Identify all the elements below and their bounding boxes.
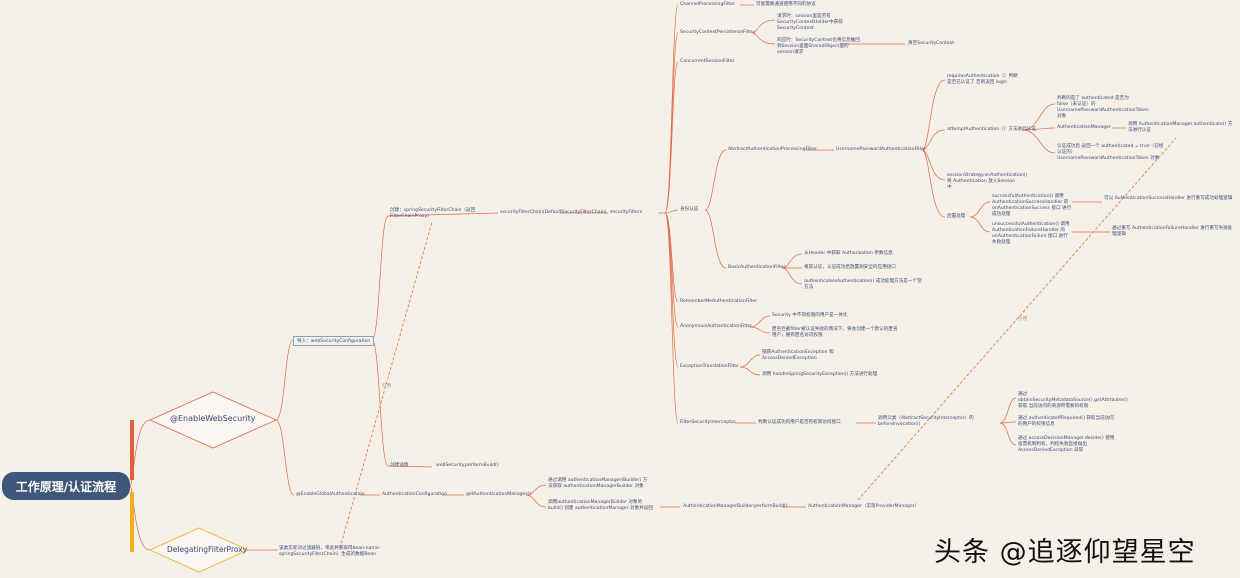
basic-note-2: 将其认证，认证成功后放置到安全的应用接口	[804, 265, 896, 270]
build-note-2: 调用authenticationManagerBuilder 对象的 build…	[548, 500, 653, 511]
attempt-note-2: 认证成功后 返回一个 authenticated = true（已经认证的）Us…	[1057, 144, 1164, 161]
enable-security-diamond	[149, 391, 277, 449]
attempt-auth-node: attemptAuthentication（）方法进行认证	[947, 127, 1036, 132]
session-strategy-node: sessionStrategy.onAuthentication() 将 Aut…	[947, 173, 1028, 190]
delegating-proxy-label: DelegatingFilterProxy	[167, 545, 248, 554]
create-bean-node: 创建：springSecurityFilterChain（返回FilterCha…	[390, 208, 476, 219]
exc-note-2: 调用 handleSpringSecurityException() 方法进行处…	[762, 372, 878, 377]
delegating-note: 该类实际对过滤器链，带此并获取得bean-name: springSecurit…	[279, 546, 381, 557]
security-filters-node: securityFilters	[610, 210, 643, 215]
root-node[interactable]: 工作原理/认证流程	[2, 472, 130, 500]
fsi-node: FilterSecurityInterceptor	[680, 420, 736, 425]
remember-filter-node: RememberMeAuthenticationFilter	[680, 299, 758, 304]
unsuccess-auth-node: unsuccessfulAuthentication() 调用 Authenti…	[992, 222, 1070, 245]
fsi-note-3: 通过 accessDecisionManager.decide() 使用 投票机…	[1018, 436, 1115, 453]
scpf-note-1: 请求时：session里是否有SecurityContextHolder中获取S…	[777, 14, 843, 31]
enable-security-label: @EnableWebSecurity	[170, 414, 256, 423]
fsi-note-2: 通过 authenticateIfRequired() 获取当前访问的用户的权限…	[1018, 416, 1114, 427]
watermark: 头条 @追逐仰望星空	[934, 537, 1196, 568]
anon-note-1: Security 中不同权限的用户是一体化	[772, 313, 848, 318]
anonymous-filter-node: AnonymousAuthenticationFilter	[680, 324, 753, 329]
basic-filter-node: BasicAuthenticationFilter	[728, 265, 786, 270]
success-auth-node: successfulAuthentication() 调用 Authentica…	[992, 194, 1072, 217]
import-node[interactable]: 导入：webSecurityConfiguration	[293, 336, 375, 346]
link-label-2: 引用	[1018, 317, 1028, 322]
channel-filter-node: ChannelProcessingFilter	[680, 2, 735, 7]
security-filter-chain-node: securityFilterChain(DefaultSecurityFilte…	[500, 210, 607, 215]
get-auth-manager-node: getAuthenticationManager()	[466, 492, 531, 497]
fsi-note: 判断认证成功的用户是否有权限访问接口	[758, 420, 841, 425]
basic-note-3: authenticateIsAuthentication() 成功处理方法是一个…	[804, 279, 922, 290]
identity-auth-node: 身份认证	[680, 207, 699, 212]
success-note: 可以 AuthenticationSuccessHandler 进行重写成功处理…	[1104, 196, 1233, 201]
web-security-build-node: webSecurity.performBuild()	[436, 463, 499, 468]
scpf-node: SecurityContextPersistenceFilter	[680, 30, 755, 35]
auth-config-node: AuthenticationConfiguration	[382, 492, 447, 497]
basic-note-1: 从Header 中获取 Authorization 参数信息	[804, 251, 893, 256]
create-details-node: 创建详情	[390, 463, 409, 468]
auth-manager-node: AuthenticationManager	[1057, 125, 1111, 130]
delegating-proxy-diamond	[149, 527, 249, 573]
auth-manager-note: 调用 AuthenticationManager.authenticate() …	[1128, 122, 1233, 133]
scpf-note-2: 响应时：SecurityContext也将信息推回到Session里面Share…	[777, 38, 860, 55]
global-auth-node: @EnableGlobalAuthentication	[296, 492, 365, 497]
channel-note: 可能需要通道使用不同的协议	[756, 2, 816, 7]
fail-note: 通过重写 AuthenticationFailureHandler 进行重写失败…	[1112, 226, 1233, 237]
fsi-call-node: 调用父类（AbstractSecurityInterceptor）的 befor…	[878, 416, 974, 427]
fsi-note-1: 通过 obtainSecurityMetadataSource().getAtt…	[1018, 392, 1128, 409]
upaf-node: UsernamePasswordAuthenticationFilter	[836, 147, 926, 152]
link-label-1: 引用	[382, 384, 392, 389]
post-process-node: 后置处理	[947, 214, 966, 219]
requires-auth-node: requiresAuthentication（）判断 是否已认证了 否则返回 l…	[947, 74, 1018, 85]
auth-manager-provider: AuthenticationManager（实现ProviderManager）	[808, 504, 920, 509]
attempt-note-1: 判断的是了 authenticated 是否为 false（未认证）的Usern…	[1057, 96, 1149, 119]
scpf-note-3: 清空SecurityContext	[908, 41, 955, 46]
anon-note-2: 匿名拦截filter被认证失败的情况下，将会创建一个默认的匿名用户，拥有匿名访问…	[772, 327, 898, 338]
exception-filter-node: ExceptionTranslationFilter	[680, 364, 740, 369]
auth-manager-builder-build: AuthenticationManagerBuilder.performBuil…	[683, 504, 788, 509]
aapf-node: AbstractAuthenticationProcessingFilter	[728, 147, 817, 152]
build-note-1: 通过调用 authenticationManager(Builder) 方法获取…	[548, 478, 648, 489]
exc-note-1: 捕获AuthenticationException 和 AccessDenied…	[762, 350, 834, 361]
concurrent-filter-node: ConcurrentSessionFilter	[680, 59, 735, 64]
